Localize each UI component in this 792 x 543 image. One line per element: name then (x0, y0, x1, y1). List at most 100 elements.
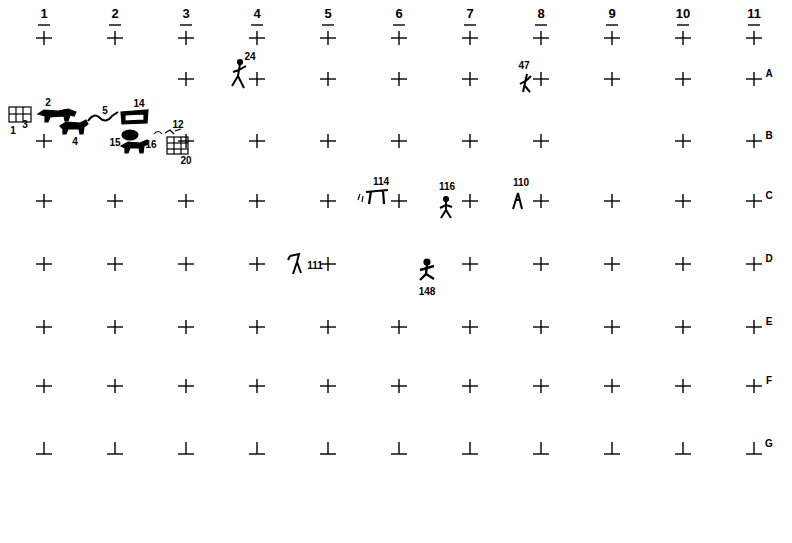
grid-cross (391, 442, 407, 454)
grid-cross (320, 31, 336, 45)
callout-number: 24 (244, 52, 255, 62)
grid-cross (249, 134, 265, 148)
grid-cross (462, 72, 478, 86)
callout-number: 114 (373, 177, 389, 187)
grid-cross (320, 194, 336, 208)
callout-number: 110 (513, 178, 529, 188)
callout-number: 20 (180, 156, 191, 166)
cross-arm (185, 442, 186, 454)
grid-cross (533, 194, 549, 208)
cross-arm (611, 442, 612, 454)
cross-arm (611, 257, 612, 271)
column-number: 2 (111, 7, 118, 20)
grid-cross (533, 257, 549, 271)
cross-arm (185, 134, 186, 148)
cross-arm (185, 72, 186, 86)
grid-cross (533, 320, 549, 334)
cross-arm (43, 320, 44, 334)
cross-arm (256, 134, 257, 148)
column-number: 3 (182, 7, 189, 20)
grid-cross (746, 257, 762, 271)
grid-cross (746, 442, 762, 454)
cross-arm (753, 194, 754, 208)
grid-cross (604, 72, 620, 86)
grid-cross (107, 379, 123, 393)
row-letter: F (766, 376, 772, 386)
grid-cross (675, 134, 691, 148)
cross-arm (540, 31, 541, 45)
cross-arm (185, 379, 186, 393)
column-number: 5 (324, 7, 331, 20)
grid-cross (36, 320, 52, 334)
cross-arm (398, 442, 399, 454)
number-bar (109, 24, 121, 25)
cross-arm (256, 72, 257, 86)
cross-arm (611, 31, 612, 45)
column-number: 6 (395, 7, 402, 20)
grid-cross (107, 31, 123, 45)
grid-cross (604, 442, 620, 454)
cross-arm (185, 31, 186, 45)
cross-arm (256, 442, 257, 454)
cross-arm (114, 194, 115, 208)
grid-cross (604, 194, 620, 208)
grid-cross (675, 31, 691, 45)
row-letter: A (765, 69, 772, 79)
grid-cross (391, 31, 407, 45)
grid-cross (178, 72, 194, 86)
grid-cross (36, 194, 52, 208)
cross-arm (611, 72, 612, 86)
column-number: 7 (466, 7, 473, 20)
grid-cross (107, 320, 123, 334)
cross-arm (185, 194, 186, 208)
cross-arm (682, 257, 683, 271)
grid-cross (36, 31, 52, 45)
callout-number: 1 (10, 126, 16, 136)
box-glyph (121, 110, 148, 124)
grid-cross (391, 134, 407, 148)
human-glyph (232, 64, 246, 88)
cross-arm (540, 257, 541, 271)
cross-arm (327, 379, 328, 393)
number-bar (251, 24, 263, 25)
cross-arm (469, 134, 470, 148)
cross-arm (753, 257, 754, 271)
cross-arm (753, 72, 754, 86)
cross-arm (327, 31, 328, 45)
cross-arm (114, 320, 115, 334)
grid-cross (533, 134, 549, 148)
callout-number: 5 (102, 106, 108, 116)
cross-arm (185, 257, 186, 271)
grid-cross (675, 72, 691, 86)
grid-cross (462, 134, 478, 148)
callout-number: 111 (307, 261, 323, 271)
grid-cross (675, 379, 691, 393)
grid-cross (391, 379, 407, 393)
cross-arm (327, 442, 328, 454)
cross-arm (540, 379, 541, 393)
grid-cross (320, 134, 336, 148)
cross-arm (753, 320, 754, 334)
grid-cross (746, 320, 762, 334)
row-letter: E (766, 317, 773, 327)
grid-cross (675, 257, 691, 271)
human-glyph (520, 74, 531, 92)
grid-cross (178, 257, 194, 271)
cross-arm (185, 320, 186, 334)
cross-arm (753, 134, 754, 148)
grid-cross (320, 72, 336, 86)
cross-arm (682, 379, 683, 393)
grid-cross (178, 194, 194, 208)
grid-cross (604, 320, 620, 334)
human-glyph (288, 254, 301, 274)
row-letter: G (765, 439, 773, 449)
column-number: 11 (747, 7, 761, 20)
grid-cross (249, 320, 265, 334)
cross-arm (753, 31, 754, 45)
cross-arm (43, 379, 44, 393)
grid-cross (249, 72, 265, 86)
grid-cross (391, 194, 407, 208)
grid-cross (320, 442, 336, 454)
cross-arm (398, 134, 399, 148)
grid-cross (178, 379, 194, 393)
